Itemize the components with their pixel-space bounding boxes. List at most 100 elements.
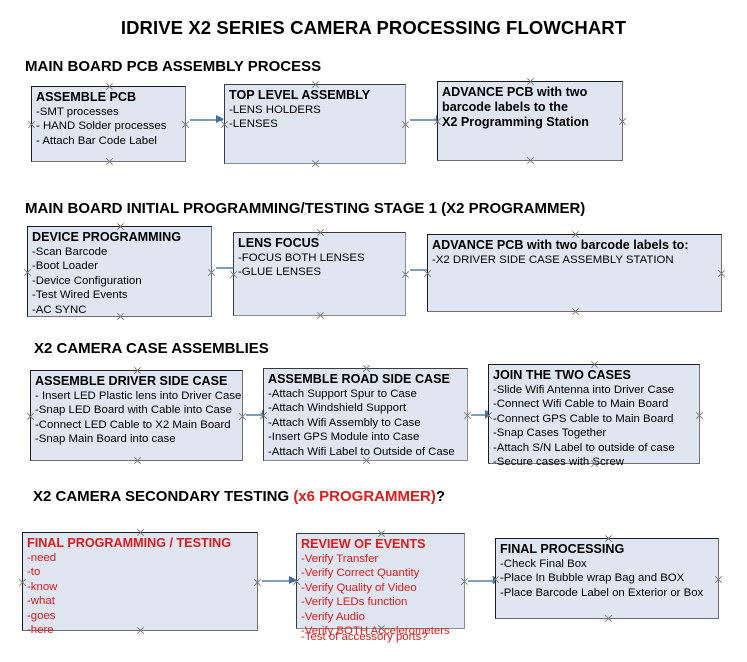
node-title: TOP LEVEL ASSEMBLY xyxy=(229,88,371,102)
connection-handle-right[interactable] xyxy=(618,117,627,126)
section-header-2: MAIN BOARD INITIAL PROGRAMMING/TESTING S… xyxy=(25,200,585,217)
connection-handle-top[interactable] xyxy=(311,80,320,89)
node-review-of-events[interactable]: REVIEW OF EVENTS -Verify Transfer -Verif… xyxy=(296,533,465,643)
connection-handle-right[interactable] xyxy=(401,120,410,129)
node-final-programming-testing[interactable]: FINAL PROGRAMMING / TESTING -need -to -k… xyxy=(22,532,258,636)
node-assemble-driver-side-case[interactable]: ASSEMBLE DRIVER SIDE CASE - Insert LED P… xyxy=(30,370,243,461)
connection-handle-top[interactable] xyxy=(116,222,125,231)
connection-handle-bottom[interactable] xyxy=(590,459,599,468)
connection-handle-bottom[interactable] xyxy=(526,156,535,165)
node-line: - HAND Solder processes xyxy=(36,120,167,133)
node-line: -GLUE LENSES xyxy=(238,266,321,279)
node-assemble-pcb[interactable]: ASSEMBLE PCB -SMT processes - HAND Solde… xyxy=(31,86,186,162)
node-line: -LENS HOLDERS xyxy=(229,103,321,116)
connection-handle-bottom[interactable] xyxy=(571,307,580,316)
node-top-level-assembly[interactable]: TOP LEVEL ASSEMBLY -LENS HOLDERS -LENSES xyxy=(224,84,406,164)
arrow-shaft xyxy=(246,414,269,416)
node-line: -Snap Cases Together xyxy=(493,427,607,440)
connection-handle-left[interactable] xyxy=(259,411,268,420)
node-title: ADVANCE PCB with two barcode labels to: xyxy=(432,238,689,252)
section-header-3: X2 CAMERA CASE ASSEMBLIES xyxy=(34,340,269,357)
node-advance-pcb-driver-side[interactable]: ADVANCE PCB with two barcode labels to: … xyxy=(427,234,722,312)
arrow-head-icon xyxy=(216,115,224,123)
arrow-shaft xyxy=(190,119,223,121)
connection-handle-left[interactable] xyxy=(220,120,229,129)
connection-handle-top[interactable] xyxy=(571,230,580,239)
connection-handle-top[interactable] xyxy=(136,528,145,537)
connection-handle-left[interactable] xyxy=(484,411,493,420)
connection-handle-top[interactable] xyxy=(526,77,535,86)
connection-handle-right[interactable] xyxy=(714,575,723,584)
node-lens-focus[interactable]: LENS FOCUS -FOCUS BOTH LENSES -GLUE LENS… xyxy=(233,232,406,316)
section-header-2-text: MAIN BOARD INITIAL PROGRAMMING/TESTING S… xyxy=(25,200,586,217)
connection-handle-bottom[interactable] xyxy=(377,624,386,633)
connection-handle-left[interactable] xyxy=(433,117,442,126)
connection-handle-bottom[interactable] xyxy=(316,311,325,320)
node-line: -AC SYNC xyxy=(32,303,87,316)
connection-handle-top[interactable] xyxy=(105,82,114,91)
section-header-3-text: X2 CAMERA CASE ASSEMBLIES xyxy=(34,340,269,357)
section-header-4-tail: ? xyxy=(435,488,445,505)
node-line: -Snap LED Board with Cable into Case xyxy=(35,404,232,417)
node-device-programming[interactable]: DEVICE PROGRAMMING -Scan Barcode -Boot L… xyxy=(27,226,212,317)
connection-handle-bottom[interactable] xyxy=(116,312,125,321)
connection-handle-left[interactable] xyxy=(423,269,432,278)
node-line: -Verify BOTH Accelerometers xyxy=(301,624,450,637)
connection-handle-bottom[interactable] xyxy=(133,456,142,465)
node-line: -to xyxy=(27,566,41,579)
connection-handle-right[interactable] xyxy=(717,269,726,278)
connection-handle-right[interactable] xyxy=(695,411,704,420)
node-assemble-road-side-case[interactable]: ASSEMBLE ROAD SIDE CASE -Attach Support … xyxy=(263,368,468,461)
node-advance-pcb-station[interactable]: ADVANCE PCB with two barcode labels to t… xyxy=(437,81,623,161)
node-line: - Insert LED Plastic lens into Driver Ca… xyxy=(35,389,242,402)
node-line: -X2 DRIVER SIDE CASE ASSEMBLY STATION xyxy=(432,253,674,266)
connection-handle-left[interactable] xyxy=(26,412,35,421)
connection-handle-right[interactable] xyxy=(181,120,190,129)
node-line: -Attach S/N Label to outside of case xyxy=(493,441,675,454)
connection-handle-left[interactable] xyxy=(23,268,32,277)
connection-handle-bottom[interactable] xyxy=(136,626,145,635)
node-line: -Slide Wifi Antenna into Driver Case xyxy=(493,383,675,396)
node-line: -Place Barcode Label on Exterior or Box xyxy=(500,586,704,599)
node-line: -Verify LEDs function xyxy=(301,596,408,609)
node-line: -Connect Wifi Cable to Main Board xyxy=(493,398,669,411)
arrow-shaft xyxy=(468,580,500,582)
connection-handle-bottom[interactable] xyxy=(311,159,320,168)
arrow-shaft xyxy=(216,267,243,269)
node-join-the-two-cases[interactable]: JOIN THE TWO CASES -Slide Wifi Antenna i… xyxy=(488,364,700,468)
node-line: -FOCUS BOTH LENSES xyxy=(238,251,365,264)
node-title: ASSEMBLE PCB xyxy=(36,90,137,104)
connection-handle-left[interactable] xyxy=(27,120,36,129)
node-line: -goes xyxy=(27,609,56,622)
node-title: ADVANCE PCB with two xyxy=(442,85,588,99)
node-line: -Boot Loader xyxy=(32,260,98,273)
node-line: -SMT processes xyxy=(36,105,119,118)
node-title: ASSEMBLE ROAD SIDE CASE xyxy=(268,372,450,386)
connection-handle-bottom[interactable] xyxy=(105,157,114,166)
node-title: JOIN THE TWO CASES xyxy=(493,368,631,382)
connection-handle-bottom[interactable] xyxy=(604,614,613,623)
node-title-line3: X2 Programming Station xyxy=(442,114,589,129)
connection-handle-right[interactable] xyxy=(207,268,216,277)
connection-handle-top[interactable] xyxy=(133,366,142,375)
section-header-1: MAIN BOARD PCB ASSEMBLY PROCESS xyxy=(25,58,321,75)
connection-handle-left[interactable] xyxy=(292,577,301,586)
section-header-4-text: X2 CAMERA SECONDARY TESTING xyxy=(33,488,294,505)
node-line: -Check Final Box xyxy=(500,557,587,570)
connection-handle-top[interactable] xyxy=(590,360,599,369)
node-overflow-line: -Test of accessory ports? xyxy=(301,631,428,643)
connection-handle-right[interactable] xyxy=(253,578,262,587)
connection-handle-left[interactable] xyxy=(18,578,27,587)
connection-handle-left[interactable] xyxy=(491,575,500,584)
node-title: REVIEW OF EVENTS xyxy=(301,537,426,551)
node-line: -Verify Quality of Video xyxy=(301,581,417,594)
connection-handle-left[interactable] xyxy=(229,270,238,279)
connection-handle-right[interactable] xyxy=(401,270,410,279)
connection-handle-top[interactable] xyxy=(377,529,386,538)
node-final-processing[interactable]: FINAL PROCESSING -Check Final Box -Place… xyxy=(495,538,719,619)
connection-handle-top[interactable] xyxy=(604,534,613,543)
connection-handle-bottom[interactable] xyxy=(362,456,371,465)
connection-handle-top[interactable] xyxy=(316,228,325,237)
connection-handle-top[interactable] xyxy=(362,364,371,373)
